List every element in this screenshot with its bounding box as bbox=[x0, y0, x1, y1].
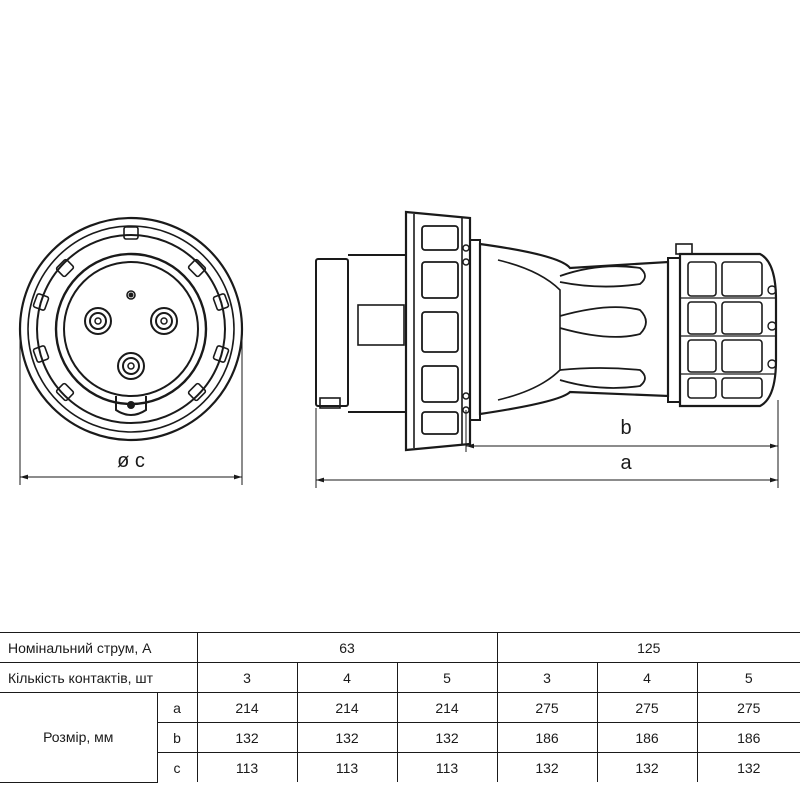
key-notch bbox=[115, 396, 147, 416]
small-pilot-contact-inner bbox=[128, 292, 134, 298]
shroud-ribs bbox=[32, 226, 230, 402]
contacts-cell: 5 bbox=[396, 662, 498, 693]
contact-bottom bbox=[117, 352, 145, 380]
diameter-dimension bbox=[19, 336, 243, 485]
dim-value: 214 bbox=[396, 692, 498, 723]
dim-key: c bbox=[156, 752, 198, 782]
contact-right bbox=[150, 307, 178, 335]
current-63: 63 bbox=[196, 632, 498, 663]
front-sleeve bbox=[315, 258, 349, 407]
dim-value: 132 bbox=[696, 752, 800, 782]
diameter-label: ø c bbox=[117, 450, 145, 472]
dim-value: 113 bbox=[296, 752, 398, 782]
dim-key: b bbox=[156, 722, 198, 753]
dim-value: 275 bbox=[596, 692, 698, 723]
b-label: b bbox=[620, 417, 631, 439]
handle-ribs bbox=[559, 265, 647, 389]
b-dimension bbox=[465, 400, 779, 488]
a-dimension bbox=[315, 408, 778, 488]
side-view bbox=[315, 210, 778, 452]
gland-nut bbox=[678, 252, 778, 408]
dim-value: 186 bbox=[696, 722, 800, 753]
dim-key: a bbox=[156, 692, 198, 723]
front-view bbox=[18, 216, 244, 442]
face bbox=[63, 261, 199, 397]
locking-ring bbox=[404, 210, 472, 452]
key-notch-dot bbox=[127, 401, 135, 409]
dim-value: 113 bbox=[396, 752, 498, 782]
outer-ring bbox=[18, 216, 244, 442]
current-label: Номінальний струм, А bbox=[0, 632, 198, 663]
current-125: 125 bbox=[496, 632, 800, 663]
dim-row-a: Розмір, мм a 214 214 214 275 275 275 bbox=[0, 692, 800, 783]
outer-ring-inner bbox=[27, 225, 235, 433]
dim-value: 132 bbox=[596, 752, 698, 782]
dim-value: 132 bbox=[496, 752, 598, 782]
dim-row-b: b 132 132 132 186 186 186 bbox=[0, 722, 800, 753]
contacts-cell: 3 bbox=[496, 662, 598, 693]
contacts-cell: 3 bbox=[196, 662, 298, 693]
dim-value: 275 bbox=[496, 692, 598, 723]
dimension-table: Розмір, мм a 214 214 214 275 275 275 b 1… bbox=[0, 692, 800, 783]
contacts-row: Кількість контактів, шт 3 4 5 3 4 5 bbox=[0, 662, 800, 693]
ring-grips bbox=[421, 225, 459, 435]
gland-segments bbox=[687, 261, 763, 399]
contacts-cell: 4 bbox=[596, 662, 698, 693]
contact-left bbox=[84, 307, 112, 335]
dim-value: 214 bbox=[196, 692, 298, 723]
dim-value: 275 bbox=[696, 692, 800, 723]
small-pilot-contact bbox=[126, 290, 136, 300]
flange bbox=[470, 239, 481, 421]
current-row: Номінальний струм, А 63 125 bbox=[0, 632, 800, 663]
gland-screw bbox=[675, 243, 693, 255]
face-ring bbox=[54, 252, 208, 406]
handle-body bbox=[478, 242, 670, 416]
specification-table: Номінальний струм, А 63 125 Кількість ко… bbox=[0, 632, 800, 693]
dim-value: 186 bbox=[596, 722, 698, 753]
dim-value: 214 bbox=[296, 692, 398, 723]
contacts-cell: 5 bbox=[696, 662, 800, 693]
dim-value: 132 bbox=[296, 722, 398, 753]
dim-value: 132 bbox=[396, 722, 498, 753]
dim-value: 132 bbox=[196, 722, 298, 753]
size-label: Розмір, мм bbox=[0, 692, 158, 783]
gland-collar bbox=[667, 257, 681, 403]
contacts-label: Кількість контактів, шт bbox=[0, 662, 198, 693]
dim-row-c: c 113 113 113 132 132 132 bbox=[0, 752, 800, 782]
body-block bbox=[348, 254, 407, 413]
dim-value: 113 bbox=[196, 752, 298, 782]
contacts-cell: 4 bbox=[296, 662, 398, 693]
plug-technical-drawing: ø c bbox=[18, 210, 779, 488]
label-plate bbox=[357, 304, 405, 346]
a-label: a bbox=[620, 452, 632, 474]
dim-value: 186 bbox=[496, 722, 598, 753]
shroud-ring bbox=[36, 234, 226, 424]
